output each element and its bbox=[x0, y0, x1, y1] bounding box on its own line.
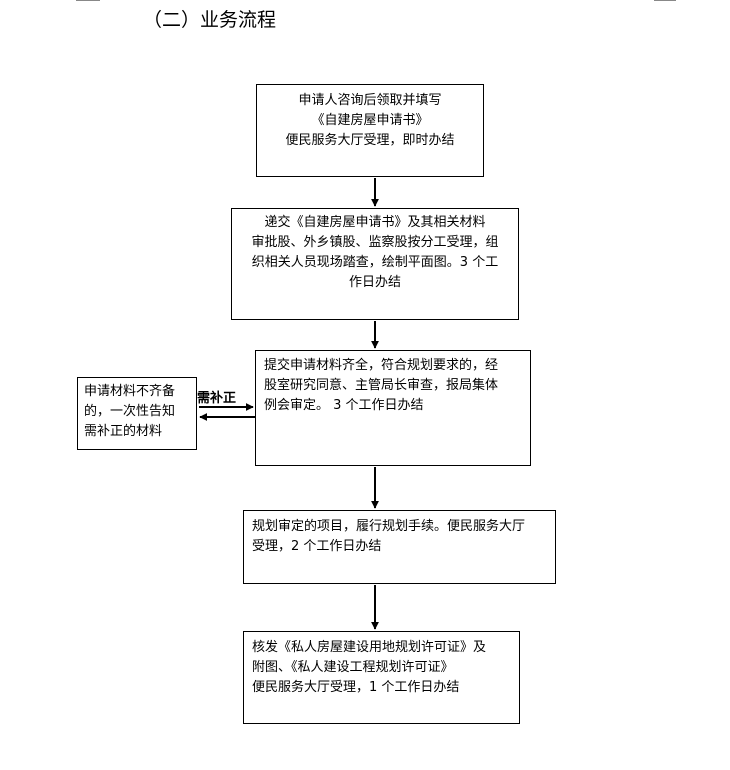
flow-step-procedure: 规划审定的项目，履行规划手续。便民服务大厅 受理，2 个工作日办结 bbox=[243, 510, 556, 584]
flow-step-submit: 递交《自建房屋申请书》及其相关材料 审批股、外乡镇股、监察股按分工受理，组 织相… bbox=[231, 208, 519, 320]
flow-step-issue-permit: 核发《私人房屋建设用地规划许可证》及 附图、《私人建设工程规划许可证》 便民服务… bbox=[243, 631, 520, 724]
page-corner-mark-right bbox=[654, 0, 676, 1]
flow-side-incomplete-materials: 申请材料不齐备 的，一次性告知 需补正的材料 bbox=[77, 377, 197, 450]
section-heading: （二）业务流程 bbox=[143, 9, 277, 31]
flow-step-review: 提交申请材料齐全，符合规划要求的，经 股室研究同意、主管局长审查，报局集体 例会… bbox=[255, 350, 531, 466]
page-corner-mark-left bbox=[76, 0, 100, 1]
flow-step-apply: 申请人咨询后领取并填写 《自建房屋申请书》 便民服务大厅受理，即时办结 bbox=[256, 84, 484, 177]
side-arrow-label: 需补正 bbox=[197, 391, 237, 406]
